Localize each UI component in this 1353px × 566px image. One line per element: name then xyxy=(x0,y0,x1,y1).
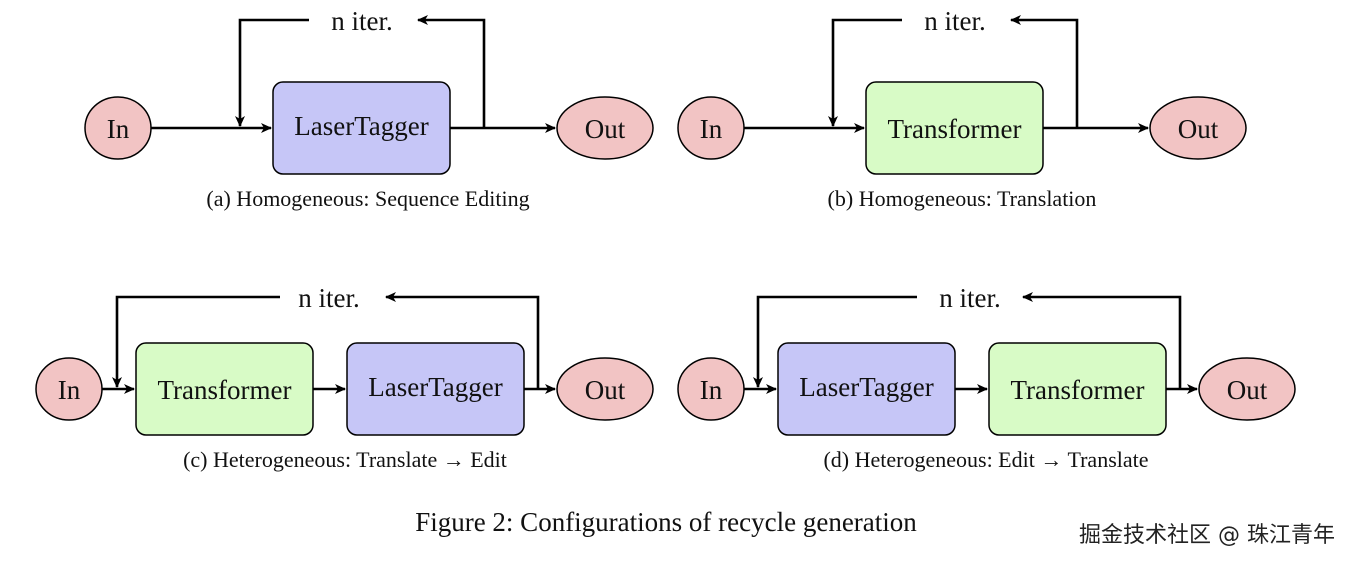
input-label: In xyxy=(700,114,723,144)
panel-d: In LaserTagger Transformer Out n iter. (… xyxy=(677,283,1296,472)
panel-caption: (c) Heterogeneous: Translate → Edit xyxy=(183,447,507,472)
loop-label: n iter. xyxy=(331,6,393,36)
output-node xyxy=(556,357,654,421)
loop-label: n iter. xyxy=(298,283,360,313)
input-label: In xyxy=(58,375,81,405)
output-label: Out xyxy=(585,375,626,405)
loop-edge-left xyxy=(828,18,902,127)
module-label-1: LaserTagger xyxy=(799,372,934,402)
loop-edge-left xyxy=(753,295,917,388)
module-label-1: Transformer xyxy=(158,375,292,405)
loop-edge-right xyxy=(1022,292,1182,389)
output-label: Out xyxy=(1227,375,1268,405)
loop-edge-right xyxy=(1010,15,1079,128)
panel-a: In LaserTagger Out n iter. (a) Homogeneo… xyxy=(84,6,654,211)
panel-b: In Transformer Out n iter. (b) Homogeneo… xyxy=(677,6,1247,211)
panel-caption: (a) Homogeneous: Sequence Editing xyxy=(206,186,529,211)
output-label: Out xyxy=(585,114,626,144)
loop-edge-left xyxy=(235,18,309,127)
loop-edge-right xyxy=(417,15,486,128)
figure-caption: Figure 2: Configurations of recycle gene… xyxy=(415,507,917,537)
panel-c: In Transformer LaserTagger Out n iter. (… xyxy=(35,283,654,472)
module-label: LaserTagger xyxy=(294,111,429,141)
panel-caption: (d) Heterogeneous: Edit → Translate xyxy=(823,447,1148,472)
watermark: 掘金技术社区 @ 珠江青年 xyxy=(1079,523,1335,548)
output-label: Out xyxy=(1178,114,1219,144)
panel-caption: (b) Homogeneous: Translation xyxy=(828,186,1097,211)
module-label-2: Transformer xyxy=(1011,375,1145,405)
output-node xyxy=(1149,96,1247,160)
module-label: Transformer xyxy=(888,114,1022,144)
input-label: In xyxy=(700,375,723,405)
output-node xyxy=(1198,357,1296,421)
module-label-2: LaserTagger xyxy=(368,372,503,402)
output-node xyxy=(556,96,654,160)
input-label: In xyxy=(107,114,130,144)
loop-edge-right xyxy=(385,292,540,389)
loop-label: n iter. xyxy=(939,283,1001,313)
loop-label: n iter. xyxy=(924,6,986,36)
loop-edge-left xyxy=(112,295,280,388)
